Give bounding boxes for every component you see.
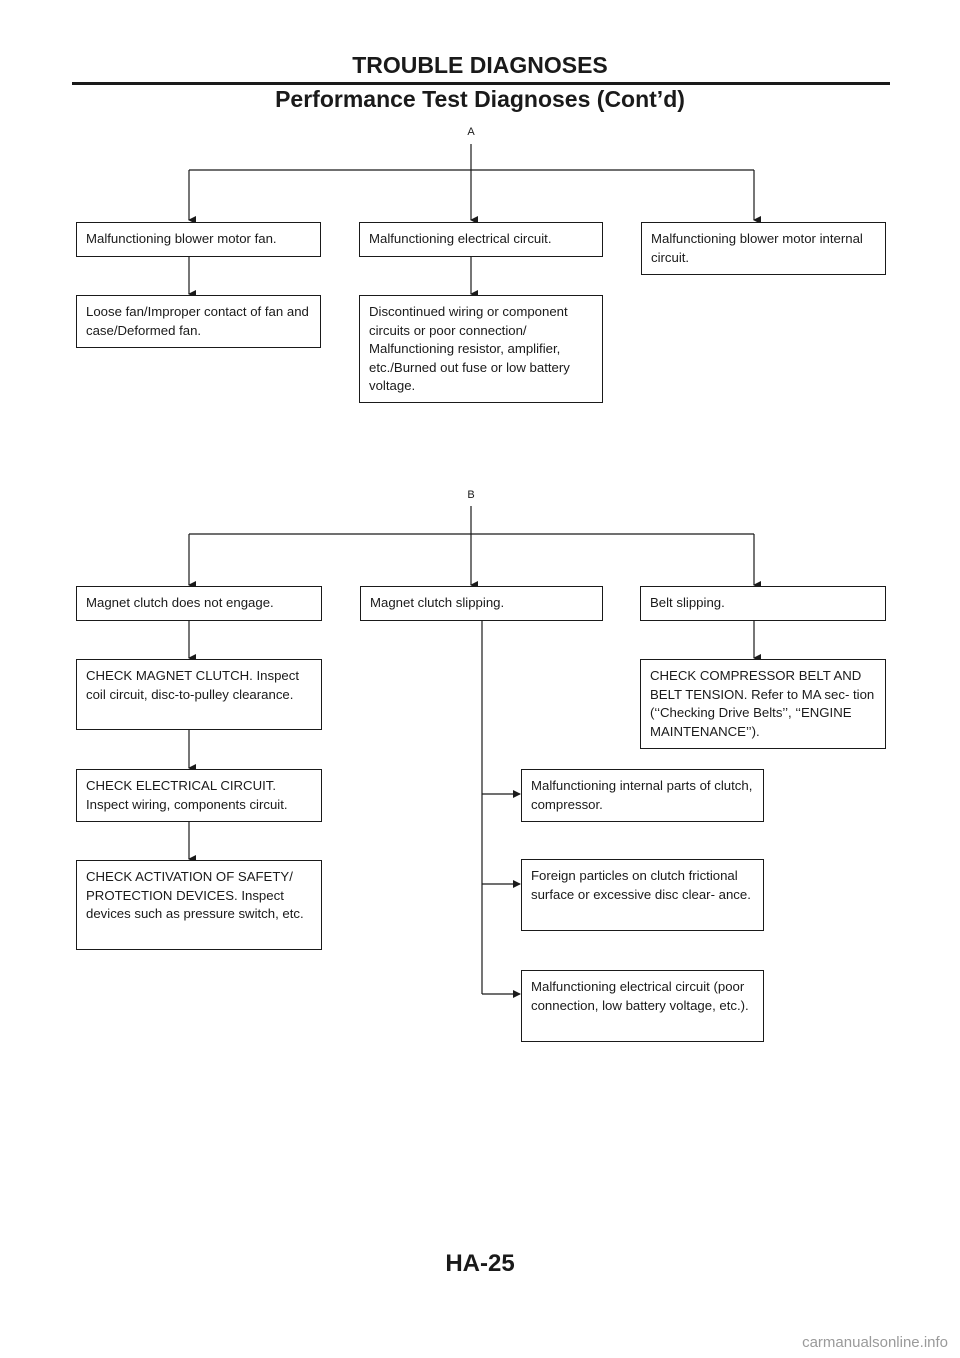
box-belt-slipping-text: Belt slipping. <box>650 595 725 610</box>
box-clutch-not-engage-text: Magnet clutch does not engage. <box>86 595 274 610</box>
box-clutch-not-engage: Magnet clutch does not engage. <box>76 586 322 621</box>
box-foreign-particles: Foreign particles on clutch frictional s… <box>521 859 764 931</box>
box-check-magnet-clutch: CHECK MAGNET CLUTCH. Inspect coil circui… <box>76 659 322 730</box>
box-electrical-cause-text: Discontinued wiring or component circuit… <box>369 304 570 394</box>
box-electrical-circuit-b-text: Malfunctioning electrical circuit (poor … <box>531 979 749 1013</box>
box-internal-parts-text: Malfunctioning internal parts of clutch,… <box>531 778 753 812</box>
box-blower-fan: Malfunctioning blower motor fan. <box>76 222 321 257</box>
connector-a: A <box>464 126 478 138</box>
box-check-electrical: CHECK ELECTRICAL CIRCUIT. Inspect wiring… <box>76 769 322 822</box>
box-belt-slipping: Belt slipping. <box>640 586 886 621</box>
box-fan-cause: Loose fan/Improper contact of fan and ca… <box>76 295 321 348</box>
box-check-safety-text: CHECK ACTIVATION OF SAFETY/ PROTECTION D… <box>86 869 304 922</box>
box-check-electrical-text: CHECK ELECTRICAL CIRCUIT. Inspect wiring… <box>86 778 288 812</box>
header-rule <box>72 82 890 85</box>
box-check-safety: CHECK ACTIVATION OF SAFETY/ PROTECTION D… <box>76 860 322 950</box>
box-clutch-slipping: Magnet clutch slipping. <box>360 586 603 621</box>
connector-b: B <box>464 489 478 501</box>
box-fan-cause-text: Loose fan/Improper contact of fan and ca… <box>86 304 309 338</box>
box-electrical-circuit-b: Malfunctioning electrical circuit (poor … <box>521 970 764 1042</box>
box-blower-internal-text: Malfunctioning blower motor internal cir… <box>651 231 863 265</box>
box-check-magnet-clutch-text: CHECK MAGNET CLUTCH. Inspect coil circui… <box>86 668 299 702</box>
connector-b-label: B <box>467 489 475 501</box>
box-electrical-circuit-text: Malfunctioning electrical circuit. <box>369 231 552 246</box>
box-check-belt: CHECK COMPRESSOR BELT AND BELT TENSION. … <box>640 659 886 749</box>
box-electrical-cause: Discontinued wiring or component circuit… <box>359 295 603 403</box>
section-subtitle: Performance Test Diagnoses (Cont’d) <box>275 86 685 112</box>
watermark: carmanualsonline.info <box>802 1334 948 1351</box>
box-blower-internal: Malfunctioning blower motor internal cir… <box>641 222 886 275</box>
box-internal-parts: Malfunctioning internal parts of clutch,… <box>521 769 764 822</box>
box-electrical-circuit: Malfunctioning electrical circuit. <box>359 222 603 257</box>
connector-a-label: A <box>467 126 475 138</box>
box-foreign-particles-text: Foreign particles on clutch frictional s… <box>531 868 751 902</box>
box-blower-fan-text: Malfunctioning blower motor fan. <box>86 231 277 246</box>
box-clutch-slipping-text: Magnet clutch slipping. <box>370 595 505 610</box>
box-check-belt-text: CHECK COMPRESSOR BELT AND BELT TENSION. … <box>650 668 875 739</box>
page-number: HA-25 <box>445 1250 515 1277</box>
section-title: TROUBLE DIAGNOSES <box>352 52 608 78</box>
